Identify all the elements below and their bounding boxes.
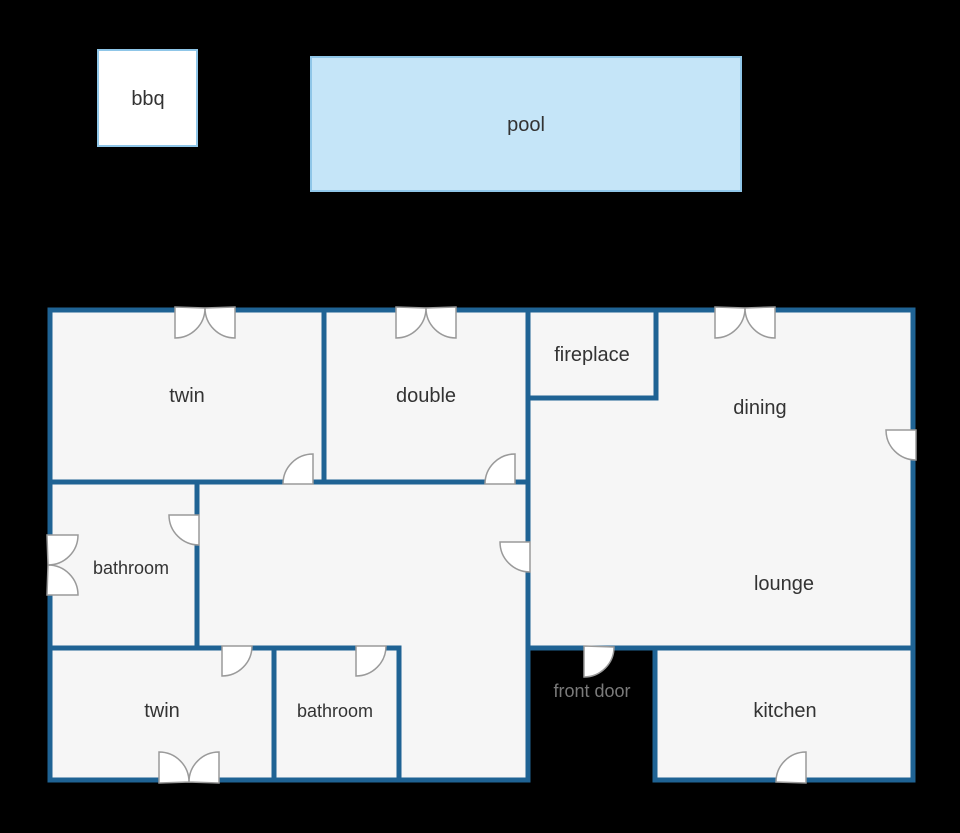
door-dining-east — [885, 429, 917, 461]
door-hall-lounge — [499, 541, 531, 573]
room-label-double: double — [396, 385, 456, 407]
door-twin-bottom-hall — [221, 645, 253, 677]
bbq-label: bbq — [131, 88, 164, 110]
front-door — [583, 645, 615, 678]
door-twin-top-north — [174, 306, 236, 339]
front-door-label: front door — [553, 681, 630, 701]
door-bathroom-left-hall — [168, 514, 200, 546]
door-double-north — [395, 306, 457, 339]
pool-label: pool — [507, 114, 545, 136]
room-label-bathroom-left: bathroom — [93, 558, 169, 578]
door-twin-top-hall — [282, 453, 314, 485]
bbq-area — [97, 49, 198, 147]
floor-kitchen — [655, 648, 913, 780]
door-bathroom-left-exterior — [46, 534, 79, 596]
room-label-twin-top: twin — [169, 385, 205, 407]
door-bathroom-bottom — [355, 645, 387, 677]
floor-east — [528, 310, 913, 648]
room-label-bathroom-bottom: bathroom — [297, 701, 373, 721]
door-double-hall — [484, 453, 516, 485]
room-label-twin-bottom: twin — [144, 700, 180, 722]
doors — [46, 306, 917, 784]
door-twin-bottom-exterior — [158, 751, 220, 784]
pool — [310, 56, 742, 192]
room-label-fireplace: fireplace — [554, 344, 630, 366]
door-dining-north — [714, 306, 776, 339]
door-kitchen-exterior — [775, 751, 807, 784]
room-label-lounge: lounge — [754, 573, 814, 595]
room-label-dining: dining — [733, 397, 786, 419]
floor-main — [50, 310, 528, 780]
room-label-kitchen: kitchen — [753, 700, 816, 722]
